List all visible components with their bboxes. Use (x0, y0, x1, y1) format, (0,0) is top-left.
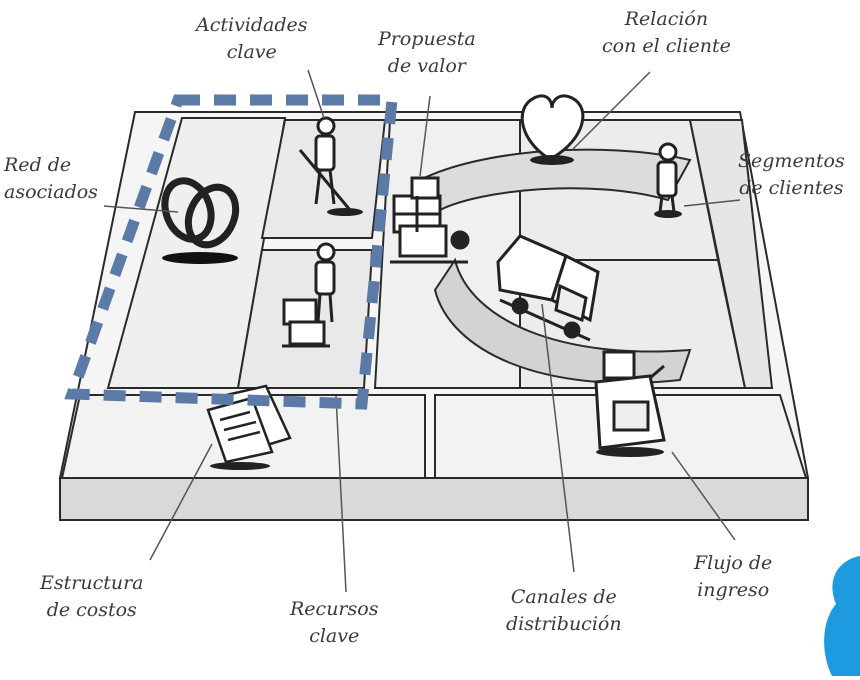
leader-red (103, 205, 179, 213)
label-segmentos-de-clientes: Segmentos de clientes (738, 150, 845, 199)
label-canales-de-distribucion: Canales de distribución (506, 586, 622, 635)
leader-lines (103, 69, 741, 593)
relation-band-top (418, 148, 692, 212)
block-segmentos (688, 119, 774, 389)
person-with-boxes-icon (282, 242, 336, 348)
leader-estructura (149, 443, 213, 561)
gift-boxes-icon (390, 176, 470, 264)
label-estructura-de-costos: Estructura de costos (40, 572, 144, 621)
label-propuesta-de-valor: Propuesta de valor (378, 28, 476, 77)
highlight-dashed-outline (64, 94, 399, 410)
heart-icon (520, 94, 585, 165)
label-flujo-de-ingreso: Flujo de ingreso (694, 552, 773, 601)
delivery-truck-icon (496, 234, 600, 342)
label-relacion-con-el-cliente: Relación con el cliente (602, 8, 731, 57)
leader-actividades (307, 69, 325, 119)
person-standing-icon (654, 142, 682, 218)
label-actividades-clave: Actividades clave (196, 14, 308, 63)
label-red-de-asociados: Red de asociados (4, 154, 98, 203)
label-recursos-clave: Recursos clave (290, 598, 379, 647)
leader-propuesta (419, 95, 431, 177)
leader-canales (541, 303, 575, 573)
person-digging-icon (298, 116, 363, 216)
rings-icon (161, 177, 240, 264)
leader-recursos (335, 395, 347, 593)
leader-relacion (571, 71, 651, 151)
invoice-papers-icon (206, 384, 292, 470)
leader-segmentos (683, 199, 741, 207)
accent-blob (824, 556, 860, 676)
leader-flujo (671, 451, 736, 541)
cash-register-icon (594, 350, 666, 457)
